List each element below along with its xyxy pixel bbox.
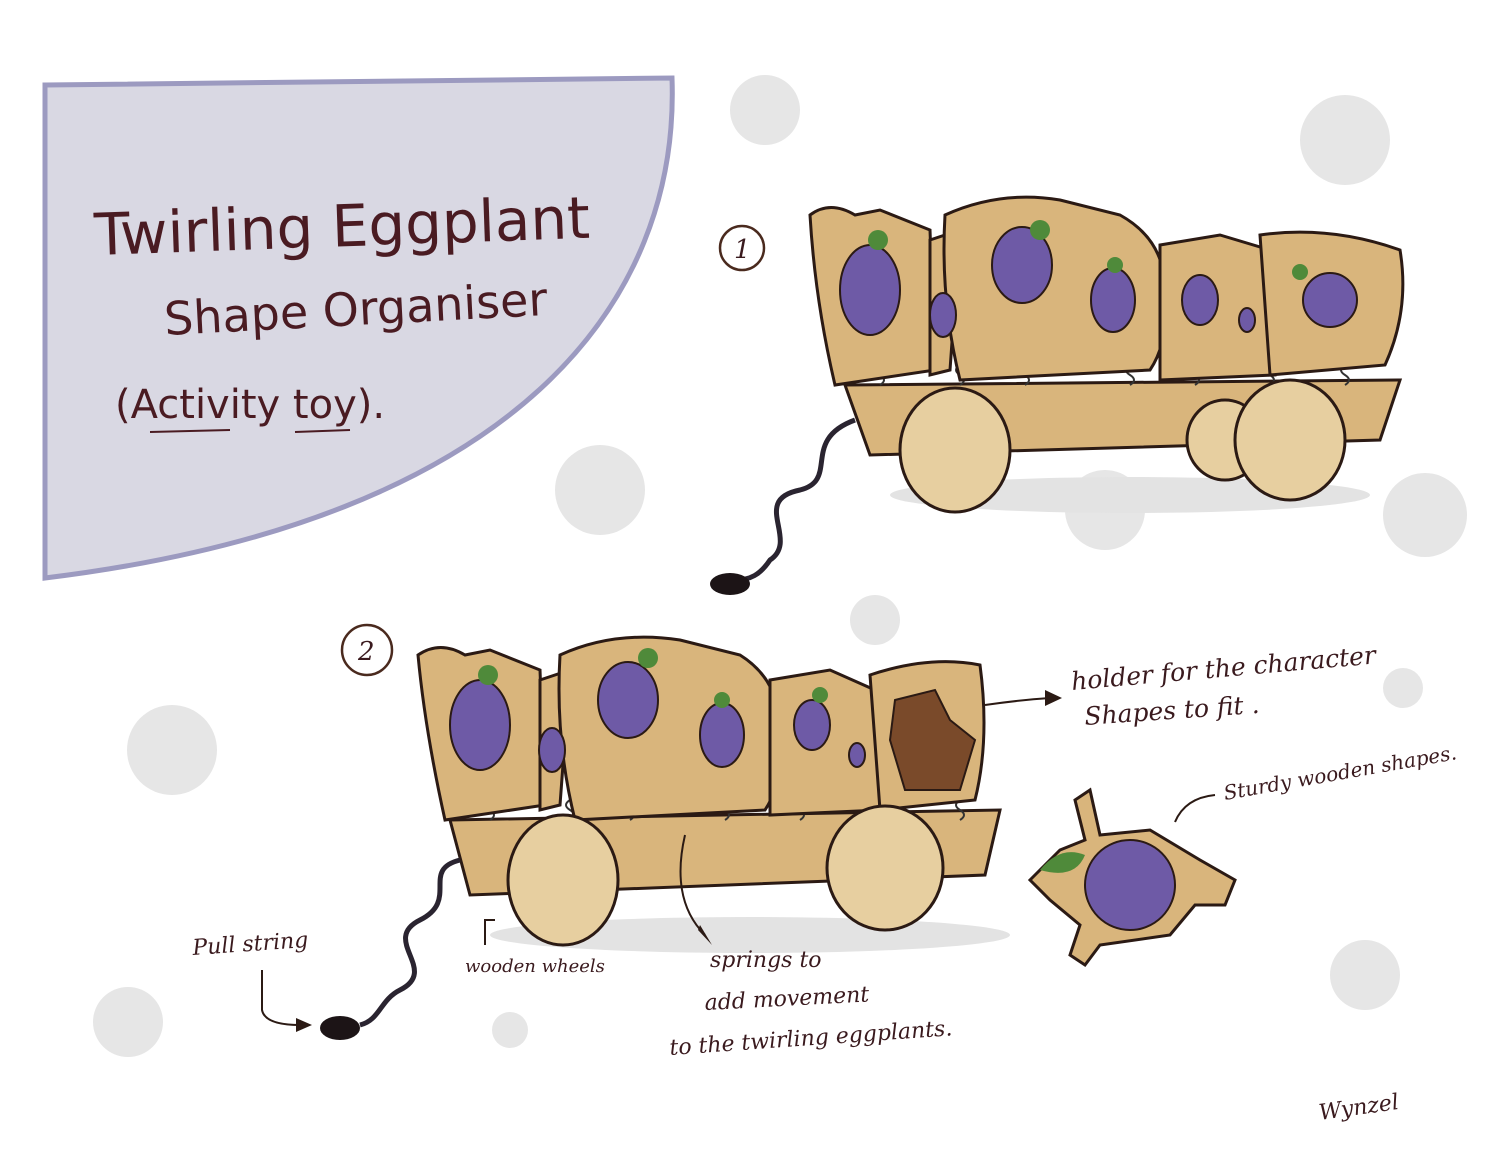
- svg-text:2: 2: [357, 637, 375, 667]
- svg-text:springs to: springs to: [710, 948, 822, 973]
- svg-text:add movement: add movement: [704, 982, 870, 1016]
- signature: Wynzel: [1317, 1090, 1400, 1126]
- wheel: [506, 813, 620, 947]
- svg-text:1: 1: [734, 235, 751, 265]
- pull-ball: [710, 573, 750, 595]
- loose-character-shape: [1027, 787, 1237, 968]
- step-2-marker: 2: [340, 623, 394, 677]
- step-1-marker: 1: [718, 224, 766, 272]
- wheel: [898, 386, 1012, 514]
- wheel: [1233, 378, 1347, 502]
- title-line-3: (Activity toy).: [115, 382, 385, 428]
- annotation-sturdy-shapes: Sturdy wooden shapes.: [1174, 740, 1459, 823]
- title-panel: Twirling Eggplant Shape Organiser (Activ…: [42, 75, 675, 581]
- cart-1: [710, 195, 1405, 595]
- svg-text:Sturdy wooden shapes.: Sturdy wooden shapes.: [1222, 740, 1459, 805]
- svg-text:wooden wheels: wooden wheels: [465, 956, 605, 977]
- annotation-pull-string: Pull string: [191, 928, 312, 1032]
- pull-string: [734, 417, 856, 583]
- pull-string: [359, 857, 461, 1028]
- annotation-holder: holder for the character Shapes to fit .: [984, 640, 1379, 731]
- svg-text:holder for the character: holder for the character: [1070, 640, 1379, 696]
- svg-text:Shapes to fit .: Shapes to fit .: [1083, 690, 1260, 731]
- svg-text:to the twirling eggplants.: to the twirling eggplants.: [669, 1016, 953, 1061]
- pull-ball: [320, 1016, 360, 1040]
- svg-text:Pull string: Pull string: [191, 928, 309, 961]
- cart-2: [320, 635, 1010, 1040]
- annotation-wooden-wheels: wooden wheels: [465, 919, 605, 977]
- wheel: [825, 804, 945, 932]
